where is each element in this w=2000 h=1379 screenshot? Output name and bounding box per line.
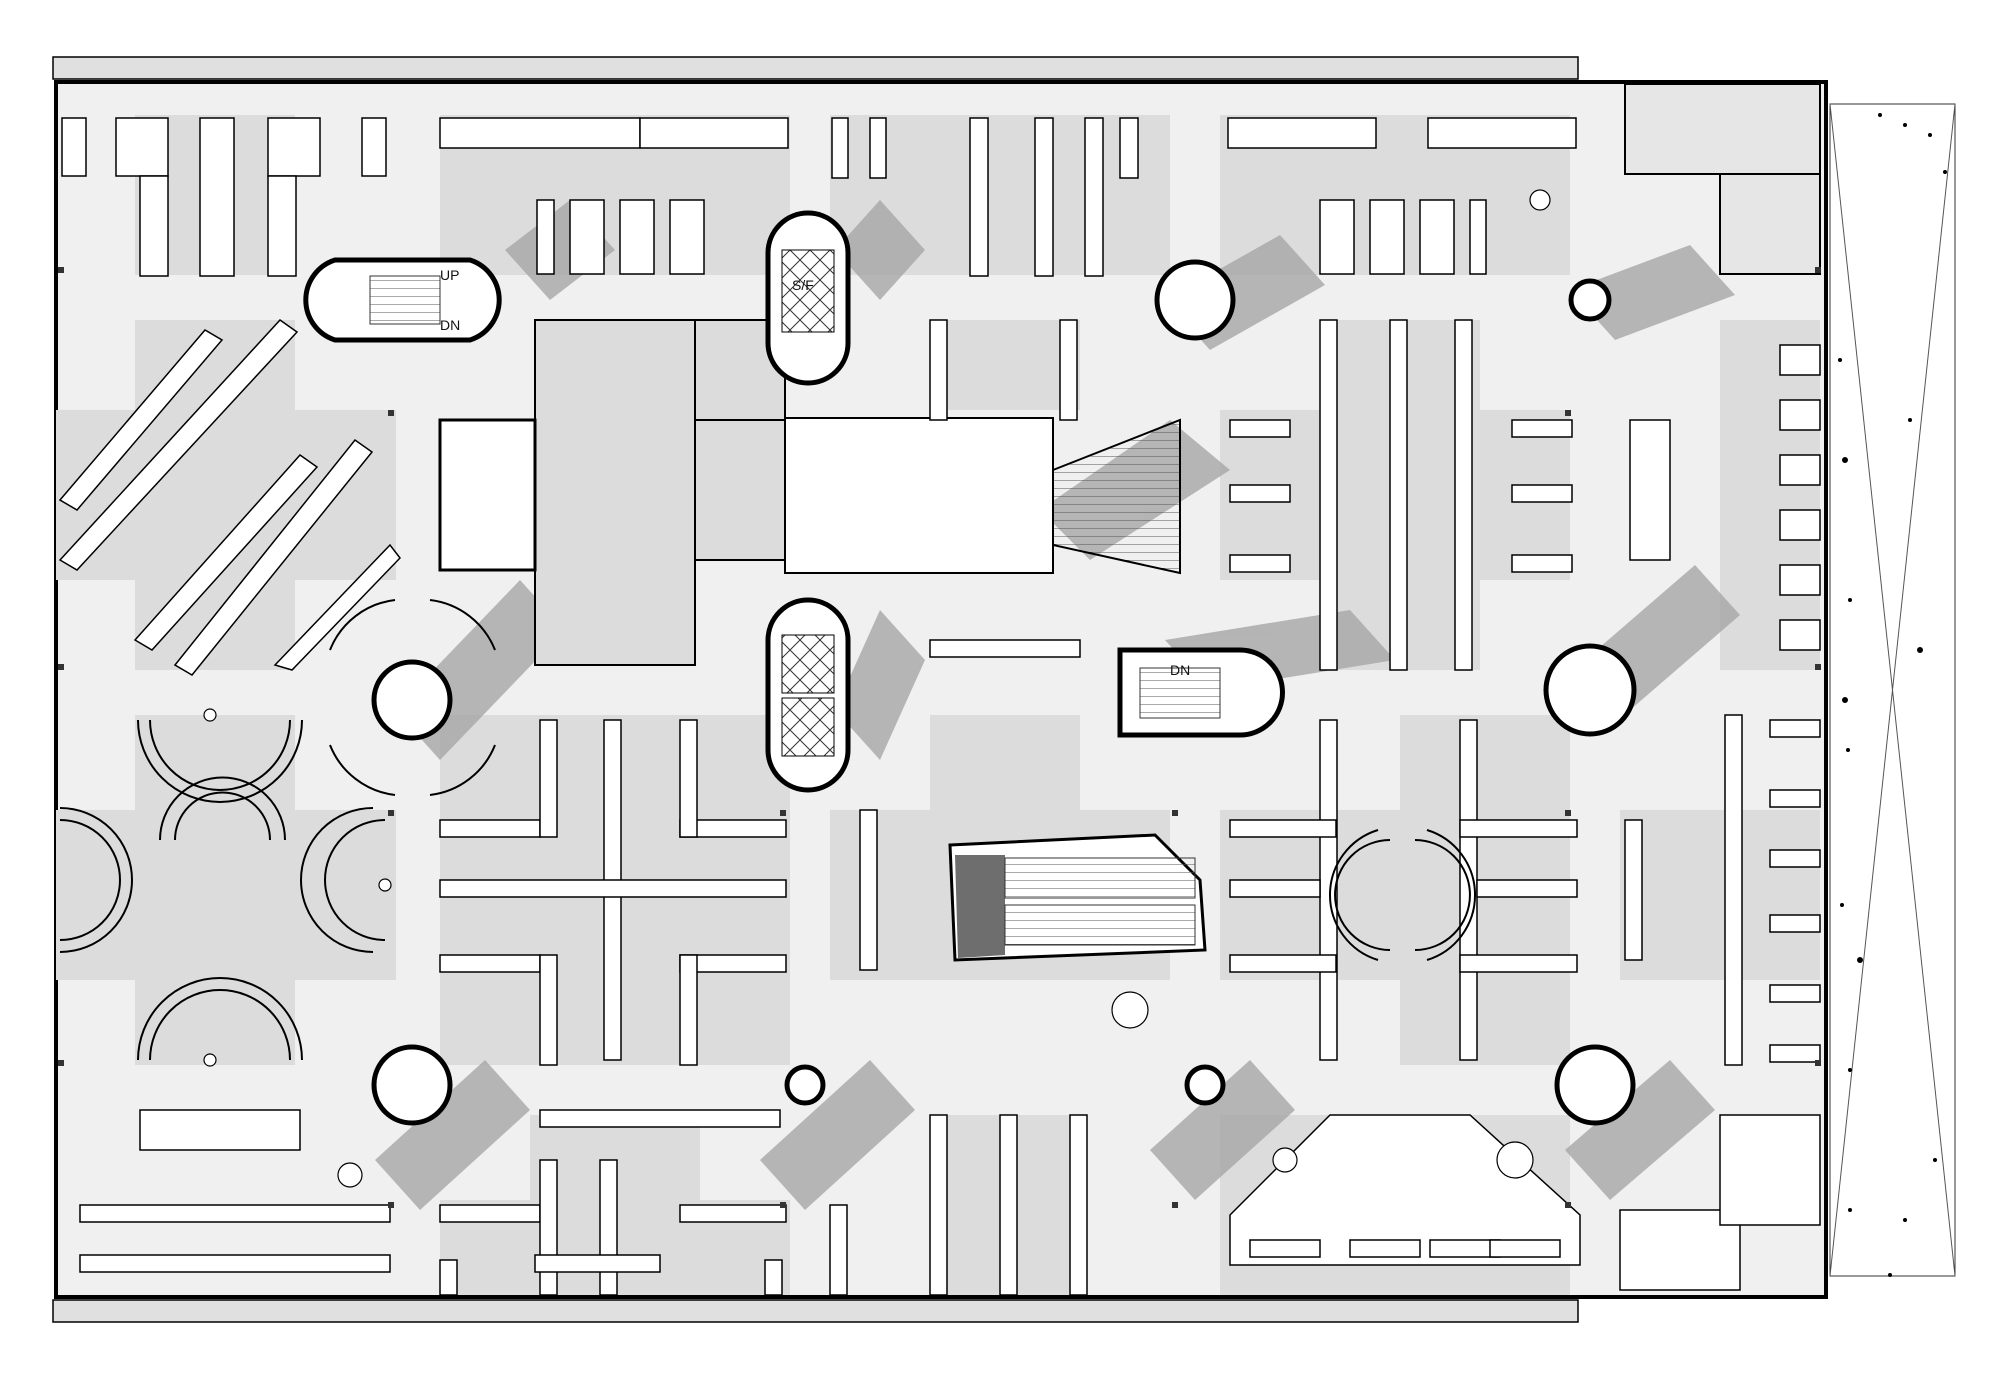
columns-round <box>371 259 1637 1126</box>
stair-up-label: UP <box>440 267 459 283</box>
structural-columns <box>58 267 1821 1208</box>
corridor-west <box>694 419 786 561</box>
service-elevator-label: S/F <box>792 277 814 293</box>
facade-openings <box>1838 113 1947 1277</box>
elevators-central <box>765 597 851 793</box>
shelving-center-bays <box>829 319 1573 1296</box>
cast-shadows <box>375 200 1740 1210</box>
offices-northeast <box>1624 83 1821 275</box>
service-elevator: S/F <box>765 210 851 386</box>
shelving-north <box>61 117 1577 277</box>
facade-diagonal-2 <box>1829 103 1956 1277</box>
round-tables <box>203 189 1551 1188</box>
toilet-core <box>534 319 696 666</box>
stair-northwest: UP DN <box>303 257 502 343</box>
shelving-curved-east <box>1328 829 1477 961</box>
shelving-diagonal-west <box>58 319 401 676</box>
tables-east <box>1619 344 1821 1291</box>
stair-down-label: DN <box>440 317 460 333</box>
roof-edge-top <box>52 56 1579 80</box>
atrium-stair <box>1052 418 1181 575</box>
escalator <box>948 833 1207 962</box>
atrium-void <box>784 417 1054 574</box>
roof-edge-bottom <box>52 1299 1579 1323</box>
service-room <box>438 418 537 572</box>
shelving-south <box>79 1109 1581 1296</box>
stair-center: DN <box>1117 647 1285 738</box>
stair-down-label-center: DN <box>1170 662 1190 678</box>
shelving-curved-west <box>59 599 496 1061</box>
shelving-cross-east <box>1229 714 1821 1066</box>
shelving-cross-center-west <box>439 719 787 1066</box>
